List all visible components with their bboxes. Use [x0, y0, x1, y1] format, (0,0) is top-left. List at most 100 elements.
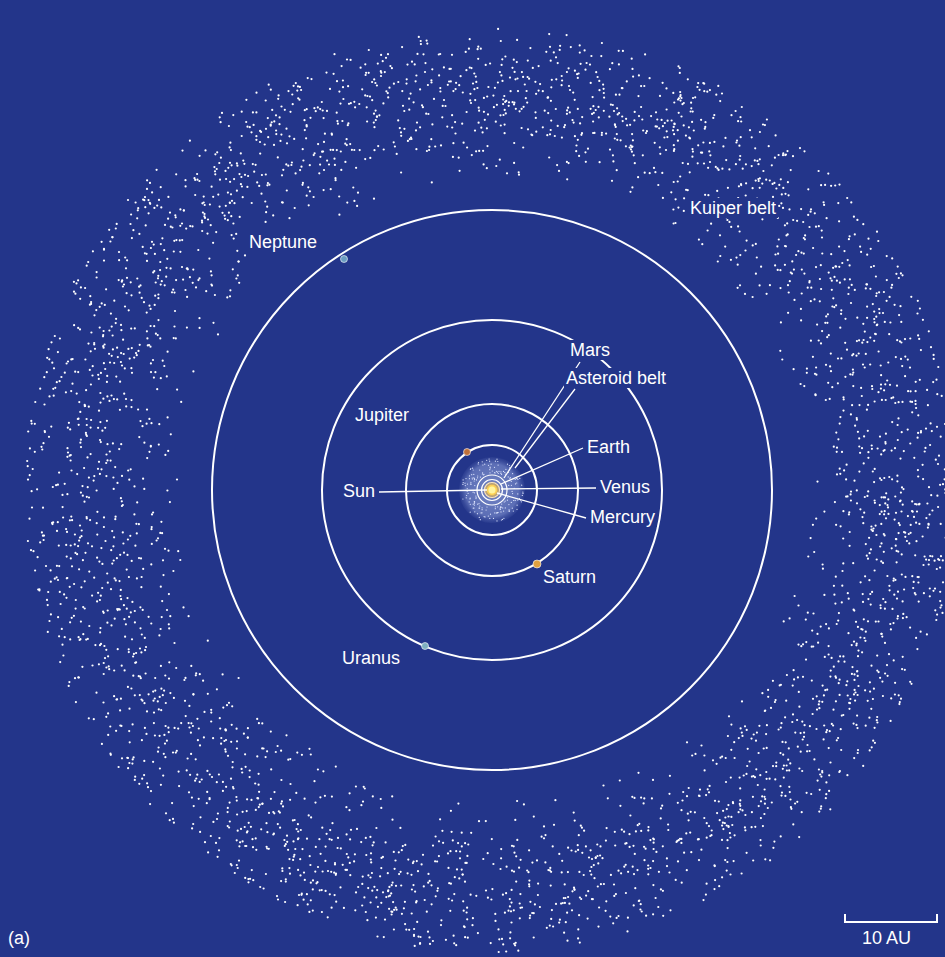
kuiper-dot [836, 473, 838, 475]
kuiper-dot [441, 830, 443, 832]
kuiper-dot [866, 317, 868, 319]
kuiper-dot [679, 838, 681, 840]
kuiper-dot [371, 99, 373, 101]
kuiper-dot [103, 516, 105, 518]
kuiper-dot [414, 63, 416, 65]
kuiper-dot [679, 72, 681, 74]
kuiper-dot [685, 189, 687, 191]
kuiper-dot [599, 161, 601, 163]
kuiper-dot [255, 849, 257, 851]
kuiper-dot [280, 750, 282, 752]
kuiper-dot [349, 792, 351, 794]
kuiper-dot [882, 695, 884, 697]
kuiper-dot [843, 398, 845, 400]
kuiper-dot [207, 640, 209, 642]
kuiper-dot [939, 567, 941, 569]
kuiper-dot [96, 489, 98, 491]
kuiper-dot [813, 551, 815, 553]
kuiper-dot [187, 268, 189, 270]
kuiper-dot [308, 748, 310, 750]
kuiper-dot [112, 442, 114, 444]
kuiper-dot [790, 169, 792, 171]
kuiper-dot [633, 904, 635, 906]
kuiper-dot [192, 823, 194, 825]
kuiper-dot [92, 365, 94, 367]
kuiper-dot [788, 769, 790, 771]
kuiper-dot [597, 926, 599, 928]
kuiper-dot [177, 728, 179, 730]
kuiper-dot [784, 154, 786, 156]
kuiper-dot [714, 879, 716, 881]
kuiper-dot [535, 131, 537, 133]
kuiper-dot [231, 766, 233, 768]
kuiper-dot [313, 107, 315, 109]
kuiper-dot [793, 678, 795, 680]
kuiper-dot [423, 885, 425, 887]
kuiper-dot [881, 636, 883, 638]
kuiper-dot [366, 95, 368, 97]
kuiper-dot [858, 352, 860, 354]
kuiper-dot [667, 829, 669, 831]
kuiper-dot [137, 408, 139, 410]
kuiper-dot [639, 908, 641, 910]
kuiper-dot [780, 722, 782, 724]
kuiper-dot [759, 187, 761, 189]
kuiper-dot [888, 585, 890, 587]
kuiper-dot [411, 61, 413, 63]
kuiper-dot [501, 64, 503, 66]
kuiper-dot [922, 319, 924, 321]
kuiper-dot [47, 591, 49, 593]
kuiper-dot [486, 167, 488, 169]
kuiper-dot [754, 776, 756, 778]
kuiper-dot [792, 219, 794, 221]
kuiper-dot [77, 371, 79, 373]
kuiper-dot [928, 563, 930, 565]
kuiper-dot [86, 424, 88, 426]
kuiper-dot [142, 199, 144, 201]
kuiper-dot [847, 592, 849, 594]
kuiper-dot [643, 846, 645, 848]
kuiper-dot [800, 751, 802, 753]
kuiper-dot [89, 369, 91, 371]
kuiper-dot [282, 202, 284, 204]
kuiper-dot [683, 124, 685, 126]
kuiper-dot [265, 756, 267, 758]
kuiper-dot [445, 939, 447, 941]
kuiper-dot [547, 96, 549, 98]
kuiper-dot [277, 823, 279, 825]
kuiper-dot [465, 69, 467, 71]
kuiper-dot [514, 819, 516, 821]
kuiper-dot [101, 241, 103, 243]
kuiper-dot [772, 847, 774, 849]
kuiper-dot [502, 103, 504, 105]
kuiper-dot [281, 201, 283, 203]
kuiper-dot [422, 106, 424, 108]
kuiper-dot [443, 99, 445, 101]
kuiper-dot [393, 83, 395, 85]
kuiper-dot [375, 917, 377, 919]
kuiper-dot [86, 435, 88, 437]
kuiper-dot [846, 349, 848, 351]
kuiper-dot [344, 869, 346, 871]
kuiper-dot [79, 298, 81, 300]
kuiper-dot [189, 225, 191, 227]
kuiper-dot [874, 727, 876, 729]
kuiper-dot [401, 913, 403, 915]
kuiper-dot [918, 601, 920, 603]
kuiper-dot [190, 665, 192, 667]
kuiper-dot [883, 291, 885, 293]
kuiper-dot [666, 865, 668, 867]
kuiper-dot [842, 714, 844, 716]
kuiper-dot [415, 148, 417, 150]
kuiper-dot [916, 510, 918, 512]
kuiper-dot [802, 676, 804, 678]
kuiper-dot [288, 858, 290, 860]
kuiper-dot [173, 292, 175, 294]
kuiper-dot [846, 774, 848, 776]
kuiper-dot [828, 334, 830, 336]
kuiper-dot [197, 739, 199, 741]
kuiper-dot [637, 772, 639, 774]
kuiper-dot [297, 85, 299, 87]
kuiper-dot [123, 618, 125, 620]
kuiper-dot [141, 778, 143, 780]
